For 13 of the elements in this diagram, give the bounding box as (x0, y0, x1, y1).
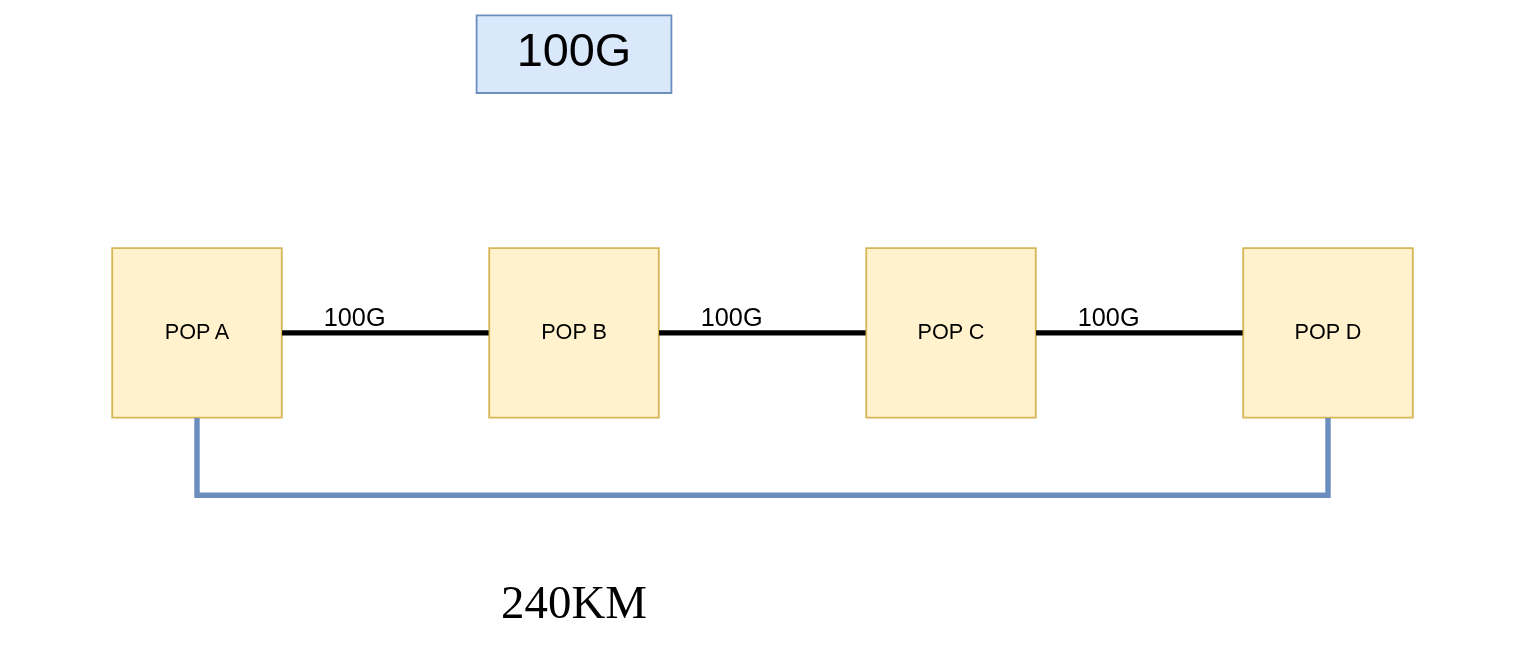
node-box: POP D (1241, 247, 1414, 419)
connector (281, 330, 489, 336)
node-box: POP A (110, 247, 283, 419)
node-box: 100G (475, 14, 672, 94)
connector (193, 417, 1331, 498)
connector (658, 330, 866, 336)
node-box: POP B (487, 247, 660, 419)
edge-label: 100G (1077, 303, 1140, 332)
node-box: POP C (864, 247, 1037, 419)
edge-label: 100G (323, 303, 386, 332)
connector (1035, 330, 1243, 336)
edge-label: 100G (700, 303, 763, 332)
label: 240KM (500, 575, 647, 628)
